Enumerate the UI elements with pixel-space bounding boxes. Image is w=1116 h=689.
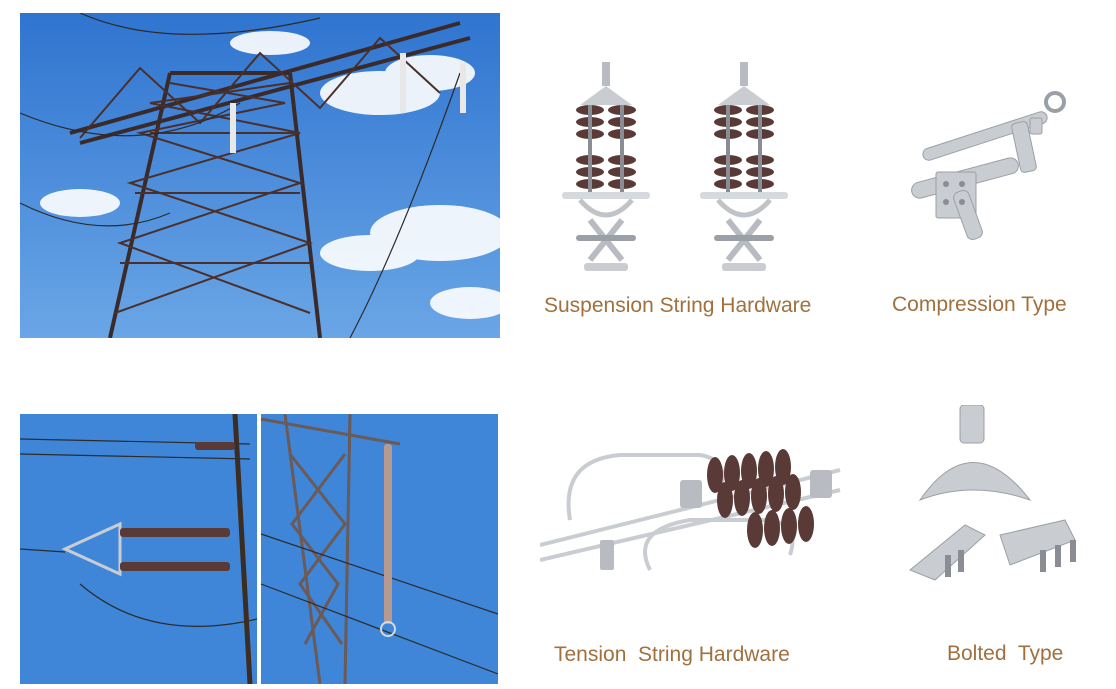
- suspension-string-hardware-photo: [540, 60, 800, 280]
- bolted-type-clamp-photo: [890, 405, 1105, 610]
- transmission-tower-photo: [20, 13, 500, 338]
- tension-string-hardware-caption: Tension String Hardware: [554, 643, 790, 666]
- compression-type-clamp-photo: [890, 90, 1080, 250]
- insulator-strings-on-tower-photo: [20, 414, 498, 684]
- tension-string-hardware-photo: [540, 440, 860, 600]
- suspension-string-hardware-caption: Suspension String Hardware: [544, 294, 812, 317]
- compression-type-caption: Compression Type: [892, 293, 1067, 316]
- bolted-type-caption: Bolted Type: [947, 642, 1064, 665]
